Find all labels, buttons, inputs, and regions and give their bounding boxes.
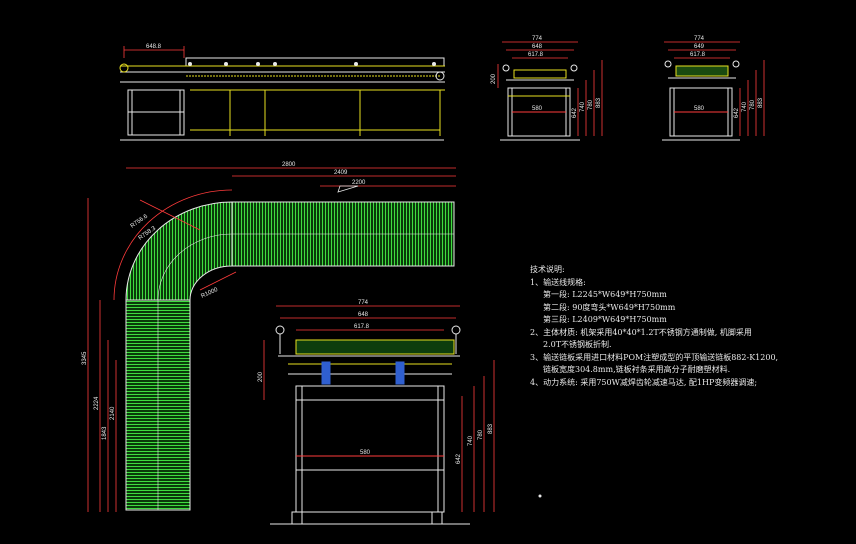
plan-dim-2224: 2224: [94, 396, 100, 410]
notes-line-1c: 第三段: L2409*W649*H750mm: [543, 315, 667, 324]
e1-dim-200: 200: [491, 73, 497, 84]
d-dim-200: 200: [258, 371, 264, 382]
d-dim-580: 580: [360, 450, 371, 456]
e1-dim-883: 883: [596, 97, 602, 108]
d-dim-883: 883: [488, 423, 494, 434]
frame-legs-yellow: [190, 89, 445, 136]
notes-line-2a: 2.0T不锈钢板折制.: [543, 340, 612, 349]
cursor-dot: [538, 494, 542, 498]
end-view-2-dims: [664, 41, 765, 136]
plan-dim-3345: 3345: [82, 351, 88, 365]
side-elevation-view: [119, 57, 445, 141]
notes-line-1a: 第一段: L2245*W649*H750mm: [543, 290, 667, 299]
e2-dim-883: 883: [758, 97, 764, 108]
dim-top-length: 648.8: [146, 44, 162, 50]
d-dim-774: 774: [358, 300, 369, 306]
notes-line-2: 2、主体材质: 机架采用40*40*1.2T不锈钢方通制做, 机脚采用: [530, 327, 752, 337]
side-view-dim: [123, 46, 185, 58]
e1-dim-642: 642: [572, 107, 578, 118]
e1-dim-648: 648: [532, 44, 543, 50]
e1-dim-580: 580: [532, 106, 543, 112]
plan-dim-r1: R756.6: [130, 213, 150, 229]
e2-dim-617: 617.8: [690, 52, 706, 58]
plan-dim-1843: 1843: [102, 426, 108, 440]
technical-notes: 技术说明: 1、输送线规格: 第一段: L2245*W649*H750mm 第二…: [530, 264, 850, 389]
notes-line-4: 4、动力系统: 采用750W减焊齿轮减速马达, 配1HP变频器调速;: [530, 377, 758, 387]
e2-dim-740: 740: [742, 101, 748, 112]
e2-dim-649: 649: [694, 44, 705, 50]
e1-dim-740: 740: [580, 101, 586, 112]
e1-dim-780: 780: [588, 99, 594, 110]
plan-dim-2409: 2409: [334, 170, 348, 176]
frame-legs-left: [127, 89, 185, 136]
e2-dim-774: 774: [694, 36, 705, 42]
d-dim-780: 780: [478, 429, 484, 440]
detail-end-view-dims: [263, 305, 495, 512]
notes-title: 技术说明:: [530, 265, 565, 274]
e2-dim-642: 642: [734, 107, 740, 118]
end-view-1-dims: [497, 41, 603, 136]
plan-dim-2800: 2800: [282, 162, 296, 168]
notes-line-1b: 第二段: 90度弯头*W649*H750mm: [543, 302, 676, 312]
end-view-1: [500, 64, 580, 141]
d-dim-642: 642: [456, 453, 462, 464]
notes-line-1: 1、输送线规格:: [530, 277, 586, 287]
e1-dim-617: 617.8: [528, 52, 544, 58]
detail-end-view: [270, 325, 470, 525]
d-dim-740: 740: [468, 435, 474, 446]
plan-dim-2200: 2200: [352, 180, 366, 186]
d-dim-648: 648: [358, 312, 369, 318]
plan-view: [113, 189, 455, 511]
d-dim-617: 617.8: [354, 324, 370, 330]
curve-section-90deg: [125, 201, 233, 301]
e2-dim-580: 580: [694, 106, 705, 112]
notes-line-3: 3、输送链板采用进口材料POM注塑成型的平顶输送链板882-K1200,: [530, 352, 779, 362]
notes-line-3a: 链板宽度304.8mm,链板衬条采用高分子耐磨塑材料.: [543, 365, 731, 374]
side-view-bolts: [188, 62, 436, 66]
end-view-2: [662, 60, 740, 141]
plan-dim-2140: 2140: [110, 406, 116, 420]
e1-dim-774: 774: [532, 36, 543, 42]
e2-dim-780: 780: [750, 99, 756, 110]
